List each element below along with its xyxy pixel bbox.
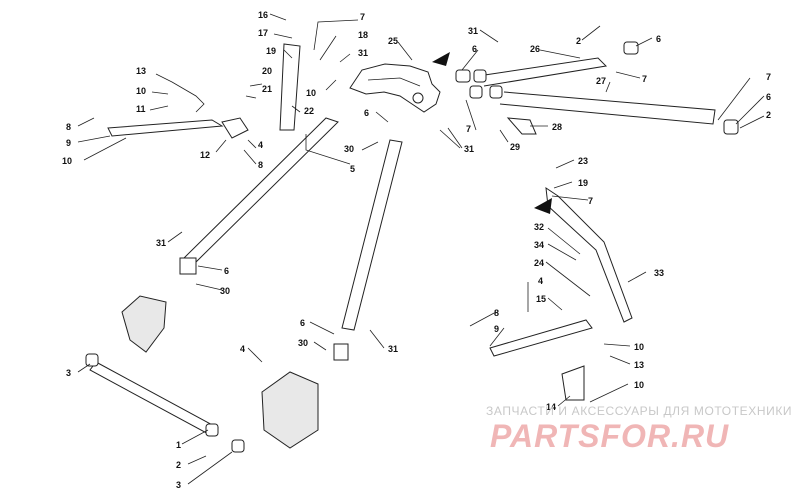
callout-4: 4 [538, 276, 543, 286]
callout-labels: 16 17 19 7 18 31 10 25 31 6 26 2 6 7 27 … [62, 10, 771, 490]
callout-12: 12 [200, 150, 210, 160]
callout-22: 22 [304, 106, 314, 116]
callout-8: 8 [258, 160, 263, 170]
leader-lines [77, 13, 765, 485]
callout-19: 19 [266, 46, 276, 56]
engine-mount-center [261, 371, 319, 449]
callout-7: 7 [466, 124, 471, 134]
callout-10: 10 [634, 342, 644, 352]
callout-23: 23 [578, 156, 588, 166]
callout-7: 7 [360, 12, 365, 22]
diagonal-tube-5 [341, 139, 403, 331]
watermark-logo: PARTSFOR.RU [490, 418, 730, 454]
callout-25: 25 [388, 36, 398, 46]
callout-9: 9 [66, 138, 71, 148]
bracket-28 [506, 117, 537, 135]
callout-6: 6 [656, 34, 661, 44]
callout-13: 13 [136, 66, 146, 76]
callout-30: 30 [298, 338, 308, 348]
callout-29: 29 [510, 142, 520, 152]
right-upright-19 [545, 186, 633, 323]
callout-9: 9 [494, 324, 499, 334]
pointer-arrows [432, 52, 552, 214]
lower-crossbar-1 [85, 353, 245, 453]
bracket-14 [561, 365, 585, 401]
roll-bar-tube-upper [477, 57, 716, 125]
callout-5: 5 [350, 164, 355, 174]
left-crossbar-9 [107, 117, 249, 139]
callout-2: 2 [576, 36, 581, 46]
callout-7: 7 [642, 74, 647, 84]
callout-15: 15 [536, 294, 546, 304]
callout-6: 6 [364, 108, 369, 118]
callout-3: 3 [176, 480, 181, 490]
right-crossbar-9 [489, 319, 593, 357]
tube-end-caps [455, 41, 739, 135]
callout-13: 13 [634, 360, 644, 370]
callout-20: 20 [262, 66, 272, 76]
callout-7: 7 [588, 196, 593, 206]
watermark-subtitle: ЗАПЧАСТИ И АКСЕССУАРЫ ДЛЯ МОТОТЕХНИКИ [486, 404, 793, 418]
callout-19: 19 [578, 178, 588, 188]
callout-31: 31 [358, 48, 368, 58]
callout-1: 1 [176, 440, 181, 450]
callout-24: 24 [534, 258, 544, 268]
callout-10: 10 [136, 86, 146, 96]
upright-19-left [279, 43, 301, 131]
callout-4: 4 [240, 344, 245, 354]
callout-11: 11 [136, 104, 146, 114]
callout-8: 8 [494, 308, 499, 318]
callout-26: 26 [530, 44, 540, 54]
callout-10: 10 [306, 88, 316, 98]
clamp-6-lower-center [333, 343, 349, 361]
callout-28: 28 [552, 122, 562, 132]
callout-18: 18 [358, 30, 368, 40]
callout-6: 6 [472, 44, 477, 54]
callout-27: 27 [596, 76, 606, 86]
rear-roll-bar-bracket [349, 63, 441, 113]
callout-8: 8 [66, 122, 71, 132]
callout-34: 34 [534, 240, 544, 250]
callout-31: 31 [388, 344, 398, 354]
callout-31: 31 [156, 238, 166, 248]
callout-31: 31 [468, 26, 478, 36]
callout-30: 30 [344, 144, 354, 154]
clamp-6-lower-left [179, 257, 197, 275]
callout-10: 10 [634, 380, 644, 390]
callout-6: 6 [766, 92, 771, 102]
callout-6: 6 [224, 266, 229, 276]
callout-3: 3 [66, 368, 71, 378]
callout-10: 10 [62, 156, 72, 166]
callout-16: 16 [258, 10, 268, 20]
callout-32: 32 [534, 222, 544, 232]
callout-30: 30 [220, 286, 230, 296]
callout-33: 33 [654, 268, 664, 278]
callout-2: 2 [766, 110, 771, 120]
callout-2: 2 [176, 460, 181, 470]
callout-6: 6 [300, 318, 305, 328]
callout-4: 4 [258, 140, 263, 150]
callout-7: 7 [766, 72, 771, 82]
callout-17: 17 [258, 28, 268, 38]
callout-21: 21 [262, 84, 272, 94]
callout-31: 31 [464, 144, 474, 154]
engine-mount-left [121, 295, 167, 353]
callout-14: 14 [546, 402, 556, 412]
